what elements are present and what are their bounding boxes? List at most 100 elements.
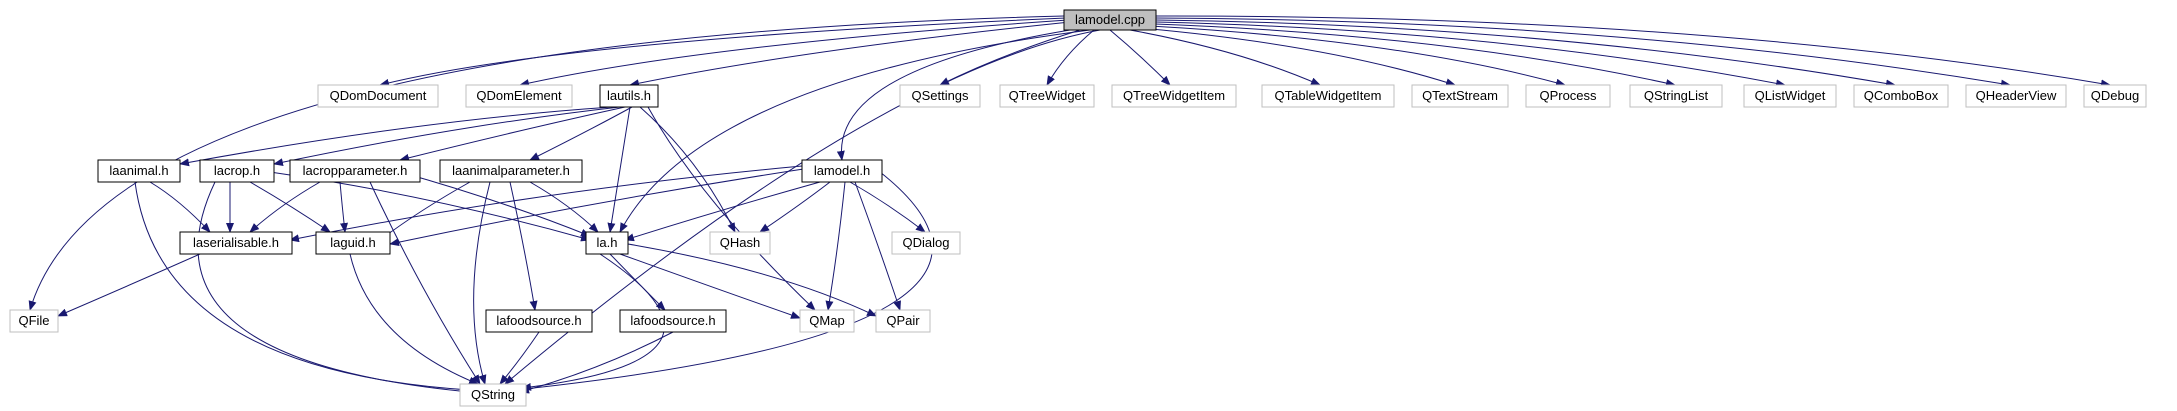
svg-text:laserialisable.h: laserialisable.h: [193, 235, 279, 250]
dependency-edge: [339, 181, 348, 233]
dependency-edge: [825, 181, 846, 311]
node-qsettings[interactable]: QSettings: [899, 84, 981, 108]
dependency-edge: [379, 17, 1067, 87]
node-qpair[interactable]: QPair: [875, 309, 931, 333]
node-qdomelement[interactable]: QDomElement: [465, 84, 573, 108]
svg-text:QTableWidgetItem: QTableWidgetItem: [1275, 88, 1382, 103]
node-qdialog[interactable]: QDialog: [891, 231, 961, 255]
node-laserialisable-h[interactable]: laserialisable.h: [179, 231, 293, 255]
dependency-edge: [514, 171, 933, 394]
svg-text:QMap: QMap: [809, 313, 844, 328]
dependency-edge: [1046, 29, 1095, 86]
dependency-edge: [249, 181, 321, 233]
dependency-edge: [939, 29, 1081, 86]
svg-text:QListWidget: QListWidget: [1755, 88, 1826, 103]
svg-text:QPair: QPair: [886, 313, 920, 328]
dependency-edge: [519, 331, 674, 394]
svg-text:laguid.h: laguid.h: [330, 235, 376, 250]
node-qheaderview[interactable]: QHeaderView: [1965, 84, 2067, 108]
svg-text:QDomElement: QDomElement: [476, 88, 562, 103]
node-qtreewidget[interactable]: QTreeWidget: [999, 84, 1095, 108]
dependency-edge: [521, 253, 665, 391]
dependency-edge: [1155, 21, 1786, 88]
dependency-edge: [1154, 23, 1676, 87]
dependency-edge: [57, 253, 201, 317]
dependency-edge: [639, 106, 736, 233]
dependency-edge: [619, 253, 801, 319]
svg-text:QProcess: QProcess: [1539, 88, 1597, 103]
node-lacropparameter-h[interactable]: lacropparameter.h: [289, 159, 421, 183]
dependency-edge: [759, 181, 831, 233]
node-lamodel-h[interactable]: lamodel.h: [801, 159, 883, 183]
dependency-edge: [1109, 29, 1171, 86]
dependency-edge: [1155, 17, 2011, 88]
dependency-edge: [399, 171, 591, 237]
dependency-nodes: lamodel.cpp QDomDocument QDomElement lau…: [9, 9, 2147, 407]
node-lacrop-h[interactable]: lacrop.h: [199, 159, 275, 183]
dependency-edge: [529, 181, 599, 233]
svg-text:QString: QString: [471, 387, 515, 402]
node-qlistwidget[interactable]: QListWidget: [1743, 84, 1837, 108]
svg-text:lafoodsource.h: lafoodsource.h: [496, 313, 581, 328]
node-lamodel-cpp[interactable]: lamodel.cpp: [1063, 9, 1157, 31]
dependency-edge: [473, 181, 491, 385]
svg-text:QSettings: QSettings: [911, 88, 969, 103]
dependency-edge: [1139, 27, 1456, 87]
node-la-h[interactable]: la.h: [585, 231, 629, 255]
dependency-edge: [369, 181, 481, 385]
node-qstringlist[interactable]: QStringList: [1629, 84, 1723, 108]
node-qtextstream[interactable]: QTextStream: [1411, 84, 1509, 108]
dependency-edge: [389, 167, 811, 247]
svg-text:QDebug: QDebug: [2091, 88, 2139, 103]
svg-text:lautils.h: lautils.h: [607, 88, 651, 103]
node-qmap[interactable]: QMap: [799, 309, 855, 333]
dependency-edge: [619, 29, 1091, 233]
node-qprocess[interactable]: QProcess: [1525, 84, 1611, 108]
svg-text:QTextStream: QTextStream: [1422, 88, 1498, 103]
dependency-edge: [273, 106, 621, 167]
dependency-edge: [629, 21, 1071, 88]
node-qfile[interactable]: QFile: [9, 309, 59, 333]
dependency-edge: [1155, 15, 2111, 88]
dependency-edge: [647, 106, 816, 311]
node-laanimalparameter-h[interactable]: laanimalparameter.h: [439, 159, 583, 183]
svg-text:laanimalparameter.h: laanimalparameter.h: [452, 163, 570, 178]
svg-text:QHash: QHash: [720, 235, 760, 250]
node-qdebug[interactable]: QDebug: [2083, 84, 2147, 108]
svg-text:QHeaderView: QHeaderView: [1976, 88, 2057, 103]
dependency-edge: [529, 106, 633, 161]
svg-text:QStringList: QStringList: [1644, 88, 1709, 103]
node-lafoodsource-h-a[interactable]: lafoodsource.h: [485, 309, 593, 333]
dependency-edge: [197, 181, 471, 396]
svg-text:lafoodsource.h: lafoodsource.h: [630, 313, 715, 328]
node-qhash[interactable]: QHash: [709, 231, 771, 255]
node-qdomdocument[interactable]: QDomDocument: [317, 84, 439, 108]
dependency-edge: [179, 106, 613, 167]
dependency-edge: [399, 106, 626, 162]
node-laanimal-h[interactable]: laanimal.h: [97, 159, 181, 183]
node-qtreewidgetitem[interactable]: QTreeWidgetItem: [1111, 84, 1237, 108]
dependency-edge: [349, 253, 479, 385]
svg-text:QFile: QFile: [18, 313, 49, 328]
dependency-edge: [504, 29, 1101, 385]
node-qstring[interactable]: QString: [459, 383, 527, 407]
dependency-edges: [28, 15, 2111, 396]
dependency-edge: [149, 181, 211, 233]
node-lautils-h[interactable]: lautils.h: [599, 84, 659, 108]
dependency-edge: [509, 181, 538, 311]
dependency-edge: [1129, 29, 1321, 86]
node-qcombobox[interactable]: QComboBox: [1853, 84, 1949, 108]
dependency-edge: [624, 181, 821, 242]
svg-text:QComboBox: QComboBox: [1864, 88, 1939, 103]
svg-text:QTreeWidgetItem: QTreeWidgetItem: [1123, 88, 1225, 103]
node-lafoodsource-h-b[interactable]: lafoodsource.h: [619, 309, 727, 333]
dependency-edge: [627, 243, 877, 317]
svg-text:lamodel.cpp: lamodel.cpp: [1075, 12, 1145, 27]
node-laguid-h[interactable]: laguid.h: [315, 231, 391, 255]
svg-text:QTreeWidget: QTreeWidget: [1009, 88, 1086, 103]
svg-text:la.h: la.h: [597, 235, 618, 250]
dependency-edge: [1149, 25, 1566, 87]
node-qtablewidgetitem[interactable]: QTableWidgetItem: [1261, 84, 1395, 108]
dependency-edge: [249, 181, 331, 233]
